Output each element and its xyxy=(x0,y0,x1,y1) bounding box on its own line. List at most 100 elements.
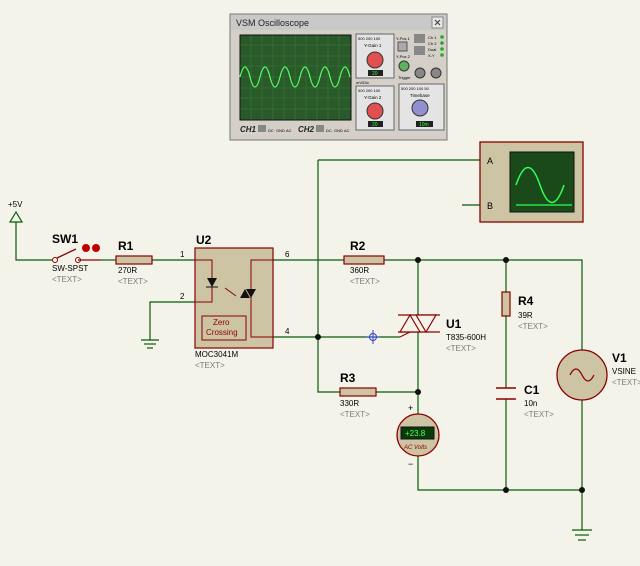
sw1-ref: SW1 xyxy=(52,232,78,246)
ch1-label: CH1 xyxy=(240,125,257,134)
svg-text:mV/Div: mV/Div xyxy=(356,80,369,85)
ypos1-knob[interactable] xyxy=(397,41,408,52)
r4-ref: R4 xyxy=(518,294,534,308)
c1-value: 10n xyxy=(524,399,537,408)
v1-text: <TEXT> xyxy=(612,378,640,387)
svg-text:Ch 1: Ch 1 xyxy=(428,35,437,40)
r3-ref: R3 xyxy=(340,371,356,385)
ch1-coupling-button[interactable] xyxy=(258,125,266,132)
ypos-panel: Y-Pos 1 Y-Pos 2 xyxy=(396,36,411,72)
r2-text: <TEXT> xyxy=(350,277,380,286)
sine-trace xyxy=(239,66,351,88)
r1-value: 270R xyxy=(118,266,137,275)
ground-symbol-u2 xyxy=(141,339,159,349)
svg-text:Dual: Dual xyxy=(428,47,436,52)
svg-text:AC: AC xyxy=(344,128,350,133)
close-icon[interactable] xyxy=(431,16,444,29)
timebase-panel: 500 200 100 50 Timebase 10m xyxy=(398,83,445,131)
r1-text: <TEXT> xyxy=(118,277,148,286)
ygain1-panel: 500 200 100 Y-Gain 1 20 mV/Div xyxy=(355,33,395,85)
probe-b-label: B xyxy=(487,201,493,211)
r4-text: <TEXT> xyxy=(518,322,548,331)
svg-text:20: 20 xyxy=(372,71,378,77)
trigger-level-knob[interactable] xyxy=(430,67,442,79)
oscilloscope-instrument[interactable]: A B xyxy=(479,141,584,223)
ch2-label: CH2 xyxy=(298,125,315,134)
r1-ref: R1 xyxy=(118,239,134,253)
r4-resistor[interactable]: R4 39R <TEXT> xyxy=(501,291,548,331)
u1-value: T835-600H xyxy=(446,333,486,342)
svg-text:Y-Gain 2: Y-Gain 2 xyxy=(364,95,382,100)
c1-text: <TEXT> xyxy=(524,410,554,419)
c1-ref: C1 xyxy=(524,383,540,397)
svg-text:Trigger: Trigger xyxy=(398,75,411,80)
r3-value: 330R xyxy=(340,399,359,408)
svg-text:Y-Pos 1: Y-Pos 1 xyxy=(396,36,411,41)
svg-text:Y-Pos 2: Y-Pos 2 xyxy=(396,54,411,59)
svg-text:Y-Gain 1: Y-Gain 1 xyxy=(364,43,382,48)
oscilloscope-title: VSM Oscilloscope xyxy=(236,18,309,28)
wires xyxy=(15,159,583,530)
svg-text:GND: GND xyxy=(334,128,343,133)
r3-text: <TEXT> xyxy=(340,410,370,419)
v1-value: VSINE xyxy=(612,367,636,376)
crosshair-marker xyxy=(366,330,380,344)
u1-text: <TEXT> xyxy=(446,344,476,353)
ypos2-knob[interactable] xyxy=(398,60,410,72)
svg-text:+: + xyxy=(408,403,413,413)
r2-ref: R2 xyxy=(350,239,366,253)
svg-text:500 200 100 50: 500 200 100 50 xyxy=(401,86,430,91)
u2-text: <TEXT> xyxy=(195,361,225,370)
junctions xyxy=(315,257,585,493)
probe-a-label: A xyxy=(487,156,493,166)
v1-ref: V1 xyxy=(612,351,627,365)
svg-text:X-Y: X-Y xyxy=(428,53,435,58)
channel-select-panel: Ch 1 Ch 2 Dual X-Y Trigger xyxy=(398,34,444,80)
svg-text:DC: DC xyxy=(326,128,332,133)
svg-text:4: 4 xyxy=(285,327,290,336)
ch2-coupling-button[interactable] xyxy=(316,125,324,132)
svg-text:10m: 10m xyxy=(419,122,429,128)
svg-text:Zero: Zero xyxy=(213,318,230,327)
sw1-switch[interactable]: SW1 SW-SPST <TEXT> xyxy=(52,232,100,284)
svg-text:500 200 100: 500 200 100 xyxy=(358,88,381,93)
svg-text:DC: DC xyxy=(268,128,274,133)
svg-text:Timebase: Timebase xyxy=(410,93,430,98)
ac-voltmeter[interactable]: +23.8 AC Volts + − xyxy=(396,403,440,469)
svg-text:500 200 100: 500 200 100 xyxy=(358,36,381,41)
ygain2-panel: 500 200 100 Y-Gain 2 20 xyxy=(355,85,395,131)
svg-text:GND: GND xyxy=(276,128,285,133)
ygain1-knob[interactable] xyxy=(366,51,384,69)
svg-text:AC: AC xyxy=(286,128,292,133)
c1-capacitor[interactable]: C1 10n <TEXT> xyxy=(496,383,554,419)
ground-symbol-main xyxy=(572,529,592,541)
r2-resistor[interactable]: R2 360R <TEXT> xyxy=(343,239,385,286)
power-terminal[interactable]: +5V xyxy=(8,200,23,223)
timebase-knob[interactable] xyxy=(411,99,429,117)
v1-sine-source[interactable]: V1 VSINE <TEXT> xyxy=(556,349,640,401)
sw1-button-right xyxy=(92,244,100,252)
svg-text:20: 20 xyxy=(372,122,378,128)
r1-resistor[interactable]: R1 270R <TEXT> xyxy=(115,239,153,286)
svg-text:1: 1 xyxy=(180,250,185,259)
u2-value: MOC3041M xyxy=(195,350,238,359)
ygain2-knob[interactable] xyxy=(366,102,384,120)
trigger-knob[interactable] xyxy=(414,67,426,79)
sw1-button-left xyxy=(82,244,90,252)
voltmeter-reading: +23.8 xyxy=(405,429,426,438)
svg-text:6: 6 xyxy=(285,250,290,259)
svg-text:+5V: +5V xyxy=(8,200,23,209)
u2-ref: U2 xyxy=(196,233,212,247)
sw1-text: <TEXT> xyxy=(52,275,82,284)
r4-value: 39R xyxy=(518,311,533,320)
u1-triac[interactable]: U1 T835-600H <TEXT> xyxy=(398,313,486,353)
r2-value: 360R xyxy=(350,266,369,275)
oscilloscope-window[interactable]: VSM Oscilloscope 500 200 100 xyxy=(229,13,448,141)
u2-optocoupler[interactable]: Zero Crossing U2 1 2 6 4 MOC3041M <TEXT> xyxy=(180,233,290,370)
u1-ref: U1 xyxy=(446,317,462,331)
svg-text:Crossing: Crossing xyxy=(206,328,238,337)
svg-text:Ch 2: Ch 2 xyxy=(428,41,437,46)
svg-text:−: − xyxy=(408,459,413,469)
r3-resistor[interactable]: R3 330R <TEXT> xyxy=(339,371,377,419)
